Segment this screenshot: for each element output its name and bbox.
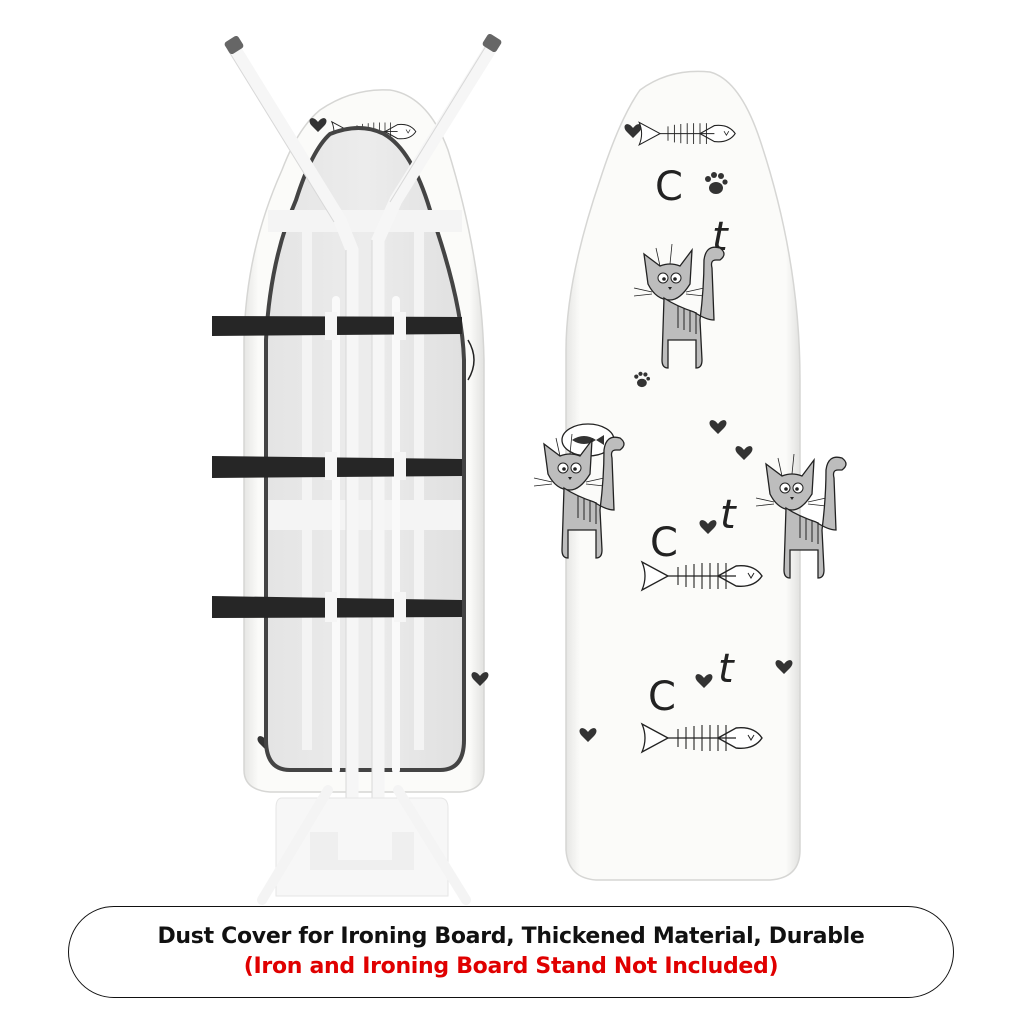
svg-text:t: t [718,646,735,692]
caption-banner: Dust Cover for Ironing Board, Thickened … [68,906,954,998]
svg-text:t: t [720,492,737,538]
ironing-board-back-with-straps [212,33,502,905]
svg-text:C: C [650,520,678,566]
caption-disclaimer: (Iron and Ironing Board Stand Not Includ… [243,954,779,979]
ironing-board-cover-front: C t C t C t [533,70,847,881]
caption-title: Dust Cover for Ironing Board, Thickened … [157,924,865,949]
svg-text:C: C [648,674,676,720]
svg-text:C: C [655,164,683,210]
